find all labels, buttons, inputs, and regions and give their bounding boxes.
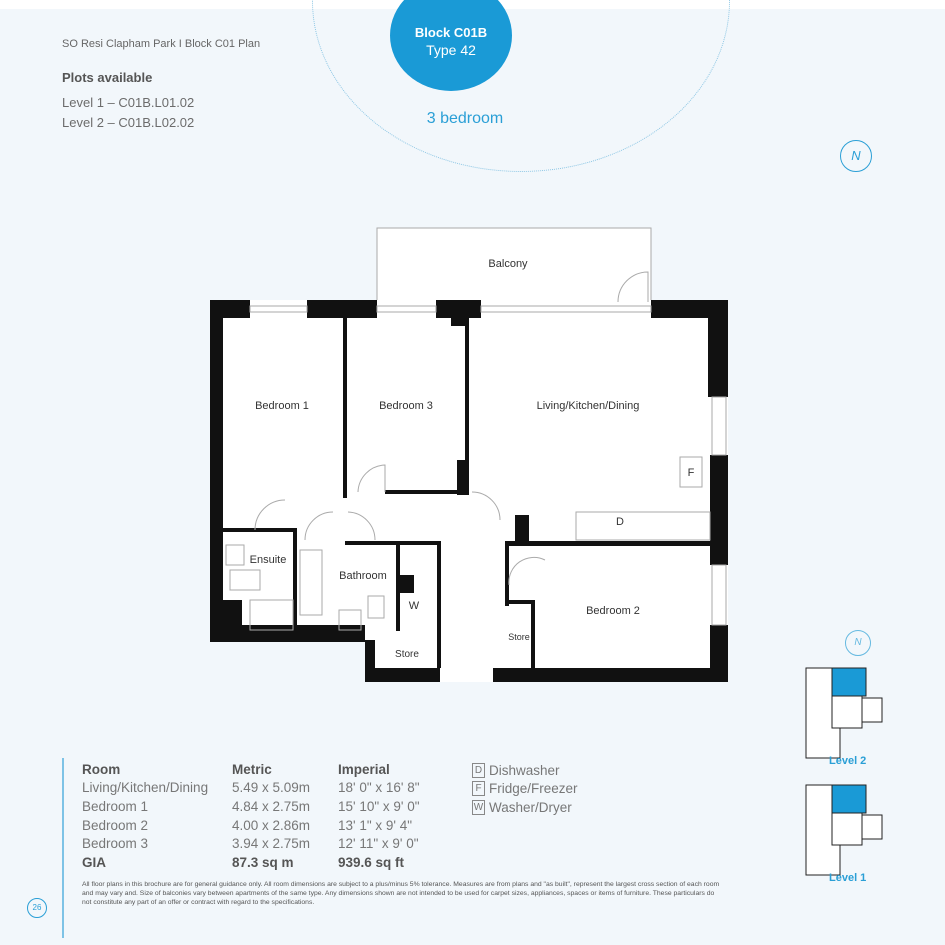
table-row: Bedroom 2 4.00 x 2.86m 13' 1" x 9' 4" [82,816,420,835]
cell-metric: 4.84 x 2.75m [232,798,311,814]
dishwasher-marker: D [616,516,624,528]
keyplan-compass-icon: N [845,630,871,656]
room-label-store-2: Store [508,632,530,642]
divider-line [62,758,64,938]
table-row: Living/Kitchen/Dining 5.49 x 5.09m 18' 0… [82,779,420,798]
cell-imperial: 13' 1" x 9' 4" [338,817,413,833]
cell-room: Bedroom 2 [82,817,149,833]
plot-level-2: Level 2 – C01B.L02.02 [62,115,195,130]
washer-marker: W [409,600,420,612]
header-room: Room [82,761,121,777]
plots-available-heading: Plots available [62,70,153,85]
plot-level-1: Level 1 – C01B.L01.02 [62,95,195,110]
table-header-row: Room Metric Imperial [82,760,420,779]
gia-row: GIA 87.3 sq m 939.6 sq ft [82,853,420,872]
keyplan-label-level-2: Level 2 [829,755,867,767]
disclaimer-text: All floor plans in this brochure are for… [82,881,720,906]
table-row: Bedroom 1 4.84 x 2.75m 15' 10" x 9' 0" [82,797,420,816]
legend-key: F [472,781,485,797]
header-metric: Metric [232,761,272,777]
gia-imperial: 939.6 sq ft [338,854,405,870]
room-label-balcony: Balcony [488,258,528,270]
walls [210,300,728,682]
cell-room: Bedroom 1 [82,798,149,814]
cell-metric: 4.00 x 2.86m [232,817,311,833]
block-badge: Block C01B Type 42 [390,0,512,91]
bedroom-count: 3 bedroom [426,110,504,127]
breadcrumb: SO Resi Clapham Park I Block C01 Plan [62,38,261,50]
keyplan-label-level-1: Level 1 [829,872,867,884]
room-label-living: Living/Kitchen/Dining [537,400,640,412]
cell-metric: 3.94 x 2.75m [232,836,311,852]
keyplan-compass-label: N [854,637,862,648]
legend-label: Fridge/Freezer [489,781,578,797]
page-number: 26 [27,898,47,918]
keyplan-level-2 [805,667,883,759]
block-name: Block C01B [414,25,488,40]
header-imperial: Imperial [338,761,390,777]
cell-imperial: 18' 0" x 16' 8" [338,780,420,796]
north-compass-icon: N [840,140,872,172]
legend-key: D [472,762,485,778]
room-label-bedroom-3: Bedroom 3 [379,400,433,412]
compass-label: N [851,148,861,163]
cell-metric: 5.49 x 5.09m [232,780,311,796]
table-row: Bedroom 3 3.94 x 2.75m 12' 11" x 9' 0" [82,834,420,853]
gia-metric: 87.3 sq m [232,854,294,870]
room-label-bedroom-2: Bedroom 2 [586,605,640,617]
legend-key: W [472,799,485,815]
cell-room: Bedroom 3 [82,836,149,852]
room-dimensions-table: Room Metric Imperial Living/Kitchen/Dini… [82,760,420,872]
gia-label: GIA [82,854,107,870]
room-label-store: Store [395,649,419,660]
keyplan-level-1 [805,784,883,876]
cell-imperial: 15' 10" x 9' 0" [338,798,420,814]
cell-imperial: 12' 11" x 9' 0" [338,836,419,852]
room-label-bathroom: Bathroom [339,570,387,582]
unit-type: Type 42 [426,42,476,58]
room-label-bedroom-1: Bedroom 1 [255,400,309,412]
cell-room: Living/Kitchen/Dining [82,780,209,796]
fridge-marker: F [688,467,695,479]
room-label-ensuite: Ensuite [250,554,287,566]
legend-label: Dishwasher [489,762,560,778]
legend-label: Washer/Dryer [489,799,572,815]
